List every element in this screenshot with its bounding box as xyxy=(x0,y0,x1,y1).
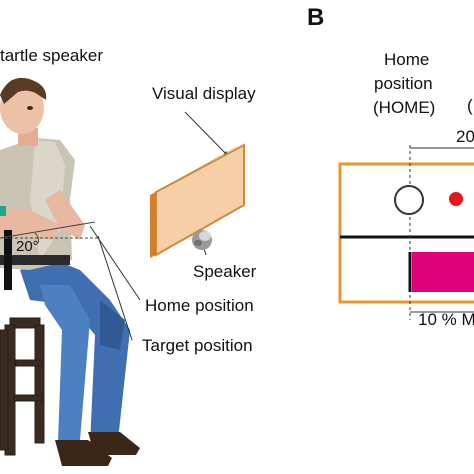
bar-label: 10 % M xyxy=(418,310,474,329)
startle-speaker-label: tartle speaker xyxy=(0,46,103,65)
angle-label: 20° xyxy=(16,238,39,255)
home-label-line3: (HOME) xyxy=(373,98,436,117)
home-label-line1: Home xyxy=(384,50,430,69)
edge-char: ( xyxy=(467,96,473,115)
support-pole xyxy=(4,230,12,290)
schematic xyxy=(338,145,474,320)
home-circle xyxy=(394,185,424,215)
magenta-bar xyxy=(412,252,474,292)
panel-b-letter: B xyxy=(307,4,325,31)
visual-display-label: Visual display xyxy=(152,84,256,103)
arms xyxy=(0,190,85,240)
speaker-label: Speaker xyxy=(193,262,257,281)
chair xyxy=(0,317,45,456)
speaker-illustration xyxy=(192,230,212,250)
angle-indicator xyxy=(0,221,100,244)
target-position-label: Target position xyxy=(142,336,253,355)
shoes xyxy=(55,432,140,466)
home-label-line2: position xyxy=(374,74,433,93)
jeans xyxy=(20,262,130,445)
distance-label: 20 xyxy=(456,127,474,146)
hand-device xyxy=(0,206,6,216)
seated-person-illustration xyxy=(0,77,140,466)
target-dot xyxy=(449,192,463,206)
display-side xyxy=(150,192,156,258)
head xyxy=(0,77,47,146)
home-position-label: Home position xyxy=(145,296,254,315)
belt xyxy=(0,255,70,265)
visual-display-illustration xyxy=(150,143,245,258)
